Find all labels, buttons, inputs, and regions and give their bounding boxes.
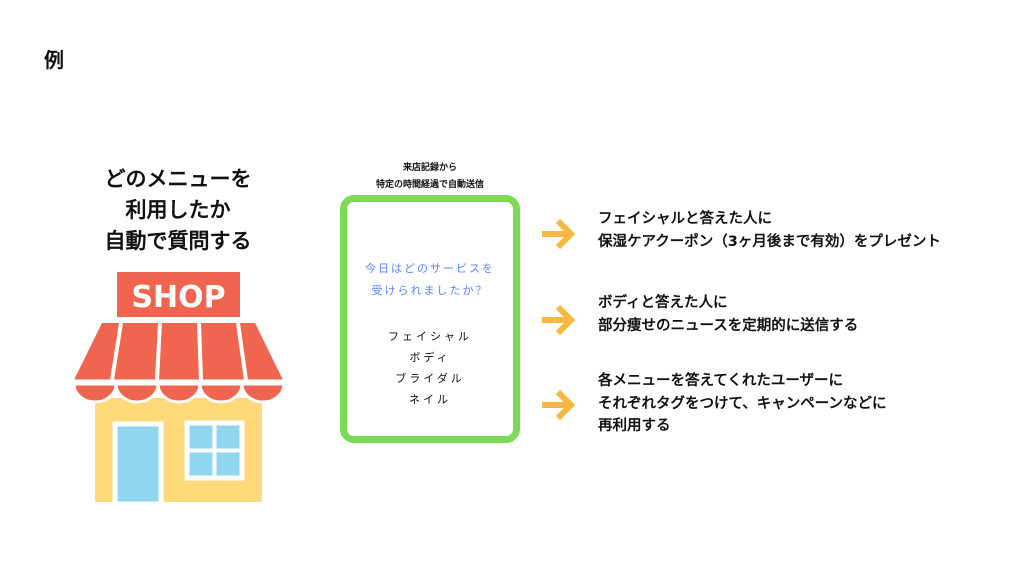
trigger-caption: 来店記録から 特定の時間経過で自動送信	[340, 160, 520, 194]
action-line: フェイシャルと答えた人に	[598, 211, 772, 227]
arrow-right-icon	[542, 389, 576, 421]
question-line: 今日はどのサービスを	[365, 262, 495, 275]
action-line: 各メニューを答えてくれたユーザーに	[598, 373, 844, 389]
question-line: 受けられましたか？	[371, 284, 489, 297]
option-nail[interactable]: ネイル	[409, 393, 451, 406]
action-line: それぞれタグをつけて、キャンペーンなどに	[598, 395, 887, 412]
action-body: ボディと答えた人に 部分痩せのニュースを定期的に送信する	[598, 292, 858, 337]
action-line: 再利用する	[598, 418, 671, 434]
arrow-right-icon	[542, 304, 576, 336]
option-body[interactable]: ボディ	[409, 351, 451, 364]
shop-door	[112, 421, 164, 507]
action-line: 部分痩せのニュースを定期的に送信する	[598, 317, 859, 334]
heading-line: 自動で質問する	[104, 229, 252, 253]
option-facial[interactable]: フェイシャル	[388, 330, 472, 343]
option-bridal[interactable]: ブライダル	[395, 372, 465, 385]
awning	[74, 323, 283, 380]
action-line: 保湿ケアクーポン（3ヶ月後まで有効）をプレゼント	[598, 233, 941, 250]
slide-title: 例	[44, 48, 64, 72]
action-facial: フェイシャルと答えた人に 保湿ケアクーポン（3ヶ月後まで有効）をプレゼント	[598, 208, 941, 253]
shop-sign	[117, 272, 240, 317]
left-heading: どのメニューを 利用したか 自動で質問する	[78, 164, 278, 257]
action-tagging: 各メニューを答えてくれたユーザーに それぞれタグをつけて、キャンペーンなどに 再…	[598, 370, 887, 438]
shop-illustration: SHOP	[72, 272, 286, 507]
caption-line: 特定の時間経過で自動送信	[375, 180, 484, 190]
survey-card: 今日はどのサービスを 受けられましたか？ フェイシャル ボディ ブライダル ネイ…	[340, 195, 520, 443]
survey-question: 今日はどのサービスを 受けられましたか？	[347, 258, 513, 302]
arrow-right-icon	[542, 218, 576, 250]
heading-line: どのメニューを	[104, 167, 252, 191]
action-line: ボディと答えた人に	[598, 295, 728, 311]
shop-sign-text: SHOP	[131, 280, 225, 315]
heading-line: 利用したか	[125, 198, 231, 222]
survey-options: フェイシャル ボディ ブライダル ネイル	[347, 326, 513, 410]
caption-line: 来店記録から	[402, 163, 457, 173]
